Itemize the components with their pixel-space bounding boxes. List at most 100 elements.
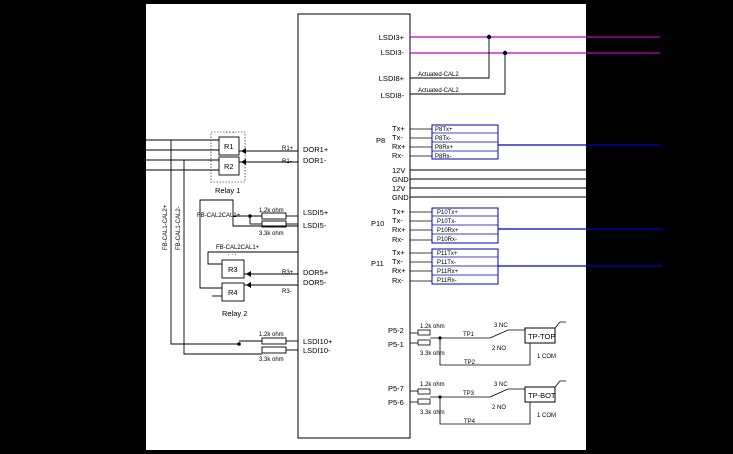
- pin-12v: 12V: [392, 184, 405, 193]
- svg-text:. . .: . . .: [228, 251, 237, 257]
- resistor-1-2k: [261, 337, 287, 345]
- resistor-3-3k-label: 3.3k ohm: [259, 357, 284, 363]
- lsdi10-resistors: 1.2k ohm 3.3k ohm: [237, 332, 298, 363]
- p10-signal: P10Tx-: [437, 219, 456, 225]
- p10-signal: P10Rx-: [437, 237, 457, 243]
- power-group: 12V GND 12V GND: [392, 166, 662, 202]
- resistor-1-2k-label: 1.2k ohm: [420, 324, 445, 330]
- p8-rx-pos: Rx+: [392, 142, 406, 151]
- tp2-label: TP2: [464, 360, 476, 366]
- relay-1: . . . R1 R2 Relay 1 R1+ R1-: [146, 129, 298, 195]
- relay-2: FB-CAL2CAL1+ . . . R3 R4 Relay 2 R3+ R3-: [199, 199, 298, 318]
- p8-group: P8 Tx+ Tx- Rx+ Rx- P8Tx+ P8Tx- P8Rx+ P8R…: [376, 124, 662, 160]
- p11-signal: P11Rx+: [437, 269, 459, 275]
- fb-cal2cal1-label-2: FB-CAL2CAL1+: [216, 245, 260, 251]
- pin-12v: 12V: [392, 166, 405, 175]
- pin-lsdi8-neg: LSDI8-: [381, 91, 405, 100]
- pin-gnd: GND: [392, 193, 409, 202]
- tp-bot-box: [524, 386, 556, 403]
- pin-lsdi8-pos: LSDI8+: [379, 74, 405, 83]
- wire-lsdi8-neg: [410, 53, 506, 95]
- pin-p5-1: P5-1: [388, 340, 404, 349]
- p8-signal: P8Tx-: [435, 136, 451, 142]
- p8-signal: P8Tx+: [435, 127, 453, 133]
- p8-signal: P8Rx-: [435, 154, 452, 160]
- pin-dor5-pos: DOR5+: [303, 268, 329, 277]
- relay1-pin-pos: R1+: [282, 146, 294, 152]
- pin-dor5-neg: DOR5-: [303, 278, 327, 287]
- resistor-1-2k: [261, 212, 287, 220]
- pin-gnd: GND: [392, 175, 409, 184]
- p11-tx-pos: Tx+: [392, 248, 405, 257]
- relay2-pin-pos: R3+: [282, 270, 294, 276]
- resistor-3-3k-label: 3.3k ohm: [259, 231, 284, 237]
- p11-rx-neg: Rx-: [392, 276, 404, 285]
- relay1-title: Relay 1: [215, 186, 240, 195]
- fb-cal1-cal2-neg: FB-CAL1-CAL2-: [176, 206, 182, 250]
- p10-tx-neg: Tx-: [392, 216, 403, 225]
- p10-signal-box: [431, 207, 499, 244]
- tp4-label: TP4: [464, 419, 476, 425]
- actuated-cal2-label: Actuated-CAL2: [418, 88, 459, 94]
- p11-signal: P11Rx-: [437, 278, 457, 284]
- p10-rx-neg: Rx-: [392, 235, 404, 244]
- tp-top-com: 1 COM: [537, 354, 556, 360]
- resistor-1-2k-label: 1.2k ohm: [420, 382, 445, 388]
- controller-box: [297, 13, 411, 439]
- pin-lsdi3-pos: LSDI3+: [379, 33, 405, 42]
- relay2-pin-neg: R3-: [282, 289, 292, 295]
- tp-top-label: TP-TOP: [528, 332, 555, 341]
- relay2-title: Relay 2: [222, 309, 247, 318]
- pin-lsdi3-neg: LSDI3-: [381, 48, 405, 57]
- tp-bot-label: TP-BOT: [528, 391, 556, 400]
- pin-lsdi5-pos: LSDI5+: [303, 208, 329, 217]
- tp-top-box: [524, 327, 556, 344]
- p10-signal: P10Rx+: [437, 228, 459, 234]
- tp-bot-com: 1 COM: [537, 413, 556, 419]
- p11-signal: P11Tx+: [437, 251, 458, 257]
- p8-tx-pos: Tx+: [392, 124, 405, 133]
- fb-cal1-cal2-pos: FB-CAL1-CAL2+: [163, 204, 169, 250]
- tp-top-no: 2 NO: [492, 346, 506, 352]
- lsdi5-resistors: FB-CAL2CAL1+ 1.2k ohm 3.3k ohm: [197, 208, 298, 237]
- p11-group: P11 Tx+ Tx- Rx+ Rx- P11Tx+ P11Tx- P11Rx+…: [371, 248, 662, 285]
- pin-lsdi5-neg: LSDI5-: [303, 221, 327, 230]
- relay-coil-r4: [221, 282, 245, 302]
- resistor-3-3k-label: 3.3k ohm: [420, 410, 445, 416]
- p11-rx-pos: Rx+: [392, 266, 406, 275]
- pin-p5-2: P5-2: [388, 326, 404, 335]
- p11-label: P11: [371, 259, 384, 268]
- resistor-1-2k-label: 1.2k ohm: [259, 208, 284, 214]
- p10-rx-pos: Rx+: [392, 225, 406, 234]
- pin-p5-7: P5-7: [388, 384, 404, 393]
- tp-top-group: P5-2 P5-1 1.2k ohm 3.3k ohm TP1 3 NC 2 N…: [388, 321, 566, 366]
- tp3-label: TP3: [463, 391, 475, 397]
- p8-tx-neg: Tx-: [392, 133, 403, 142]
- r1-label: R1: [224, 142, 234, 151]
- actuated-cal2-label: Actuated-CAL2: [418, 72, 459, 78]
- pin-lsdi10-neg: LSDI10-: [303, 346, 331, 355]
- r3-label: R3: [228, 265, 238, 274]
- r4-label: R4: [228, 288, 238, 297]
- tp-bot-nc: 3 NC: [494, 382, 508, 388]
- resistor-3-3k: [261, 346, 287, 354]
- tp-top-nc: 3 NC: [494, 323, 508, 329]
- p10-signal: P10Tx+: [437, 210, 458, 216]
- p8-signal: P8Rx+: [435, 145, 454, 151]
- relay-coil-r3: [221, 259, 245, 279]
- pin-dor1-neg: DOR1-: [303, 156, 327, 165]
- pin-p5-6: P5-6: [388, 398, 404, 407]
- left-pins: DOR1+ DOR1- LSDI5+ LSDI5- DOR5+ DOR5- LS…: [303, 145, 333, 355]
- tp-bot-group: P5-7 P5-6 1.2k ohm 3.3k ohm TP3 3 NC 2 N…: [388, 380, 566, 425]
- p10-tx-pos: Tx+: [392, 207, 405, 216]
- p10-group: P10 Tx+ Tx- Rx+ Rx- P10Tx+ P10Tx- P10Rx+…: [371, 207, 662, 244]
- p8-label: P8: [376, 136, 385, 145]
- p8-rx-neg: Rx-: [392, 151, 404, 160]
- tp1-label: TP1: [463, 332, 475, 338]
- fb-cal2cal1-label: FB-CAL2CAL1+: [197, 213, 241, 219]
- lsdi-magenta-group: LSDI3+ LSDI3- LSDI8+ LSDI8- Actuated-CAL…: [379, 33, 660, 100]
- relay-coil-r2: [218, 156, 240, 176]
- relay-coil-r1: [218, 136, 240, 156]
- resistor-3-3k-label: 3.3k ohm: [420, 351, 445, 357]
